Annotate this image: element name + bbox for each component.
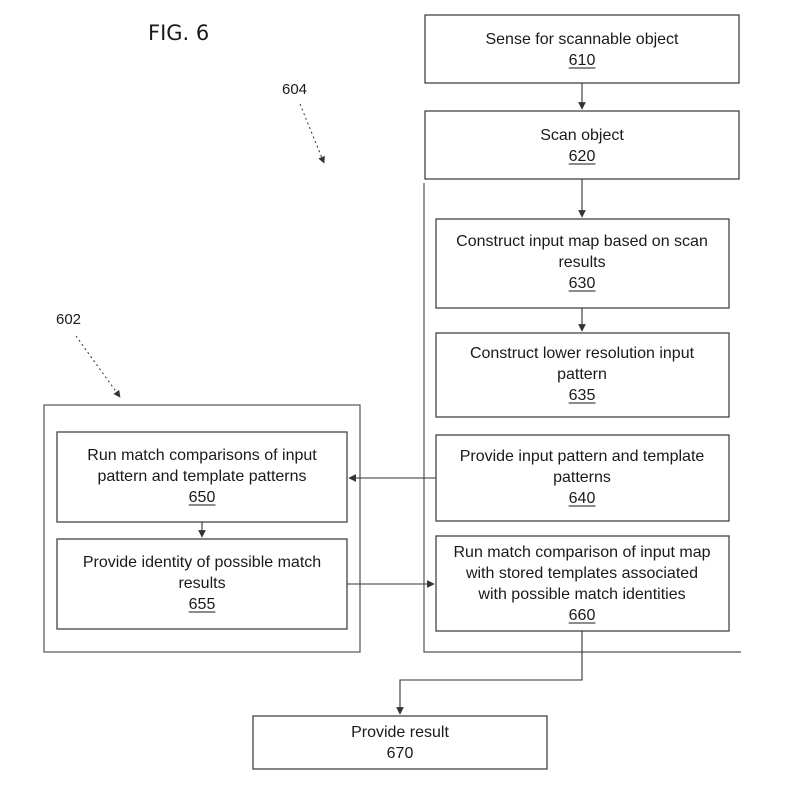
step-line: Scan object — [540, 127, 624, 144]
step-text-650: Run match comparisons of input pattern an… — [87, 447, 317, 506]
step-text-660: Run match comparison of input map with st… — [453, 544, 710, 624]
group-frame-602 — [43, 404, 361, 653]
step-line: Construct lower resolution input — [470, 345, 695, 362]
step-text-620: Scan object 620 — [540, 127, 624, 165]
step-number: 610 — [569, 52, 596, 69]
step-line: Provide identity of possible match — [83, 554, 321, 571]
step-box-670: Provide result 670 — [252, 715, 548, 770]
step-line: Construct input map based on scan — [456, 233, 708, 250]
reference-label-602: 602 — [56, 311, 81, 328]
step-number: 620 — [569, 148, 596, 165]
reference-label-604: 604 — [282, 81, 307, 98]
step-line: results — [558, 254, 605, 271]
step-text-640: Provide input pattern and template patter… — [460, 448, 705, 507]
group-frame-604 — [423, 183, 741, 653]
step-number: 650 — [189, 489, 216, 506]
step-box-630: Construct input map based on scan results… — [435, 218, 730, 309]
step-line: Provide result — [351, 724, 449, 741]
step-box-620: Scan object 620 — [424, 110, 740, 180]
step-line: patterns — [553, 469, 611, 486]
step-line: with possible match identities — [477, 586, 685, 603]
step-line: Run match comparison of input map — [453, 544, 710, 561]
step-number: 635 — [569, 387, 596, 404]
step-number: 640 — [569, 490, 596, 507]
step-box-640: Provide input pattern and template patter… — [435, 434, 730, 522]
step-line: results — [178, 575, 225, 592]
figure-title: FIG. 6 — [148, 21, 209, 45]
leader-line-604 — [299, 103, 325, 164]
leader-line-602 — [75, 335, 121, 398]
step-box-610: Sense for scannable object 610 — [424, 14, 740, 84]
step-text-610: Sense for scannable object 610 — [485, 31, 679, 69]
step-number: 630 — [569, 275, 596, 292]
step-line: Provide input pattern and template — [460, 448, 705, 465]
step-line: pattern — [557, 366, 607, 383]
step-box-655: Provide identity of possible match result… — [56, 538, 348, 630]
step-text-635: Construct lower resolution input pattern 6… — [470, 345, 695, 404]
step-line: Sense for scannable object — [485, 31, 679, 48]
step-line: pattern and template patterns — [97, 468, 306, 485]
step-line: Run match comparisons of input — [87, 447, 317, 464]
step-number: 670 — [387, 745, 414, 762]
step-box-635: Construct lower resolution input pattern 6… — [435, 332, 730, 418]
step-number: 655 — [189, 596, 216, 613]
step-box-650: Run match comparisons of input pattern an… — [56, 431, 348, 523]
step-text-655: Provide identity of possible match result… — [83, 554, 321, 613]
connector-660-670 — [396, 631, 583, 715]
step-line: with stored templates associated — [465, 565, 698, 582]
step-text-630: Construct input map based on scan results… — [456, 233, 708, 292]
step-text-670: Provide result 670 — [351, 724, 449, 762]
step-number: 660 — [569, 607, 596, 624]
step-box-660: Run match comparison of input map with st… — [435, 535, 730, 632]
